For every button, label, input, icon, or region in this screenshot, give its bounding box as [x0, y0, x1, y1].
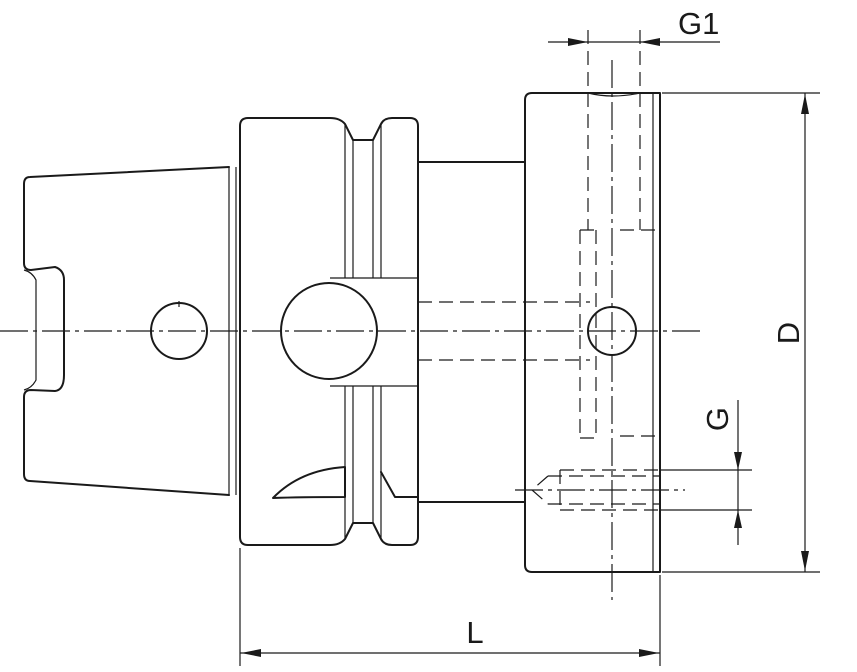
- dimension-label-d: D: [771, 322, 806, 344]
- flange: [515, 30, 685, 600]
- dimension-g1: G1: [548, 6, 720, 46]
- dimension-d: D: [662, 92, 820, 573]
- neck: [417, 161, 590, 503]
- taper-shank: [23, 166, 237, 496]
- dimension-l: L: [239, 548, 661, 666]
- dimension-label-g: G: [700, 407, 735, 431]
- dimension-label-g1: G1: [678, 6, 719, 41]
- dimension-label-l: L: [466, 615, 483, 650]
- flange-bore: [587, 306, 637, 356]
- dimension-g: G: [660, 400, 752, 545]
- collar: [239, 117, 419, 546]
